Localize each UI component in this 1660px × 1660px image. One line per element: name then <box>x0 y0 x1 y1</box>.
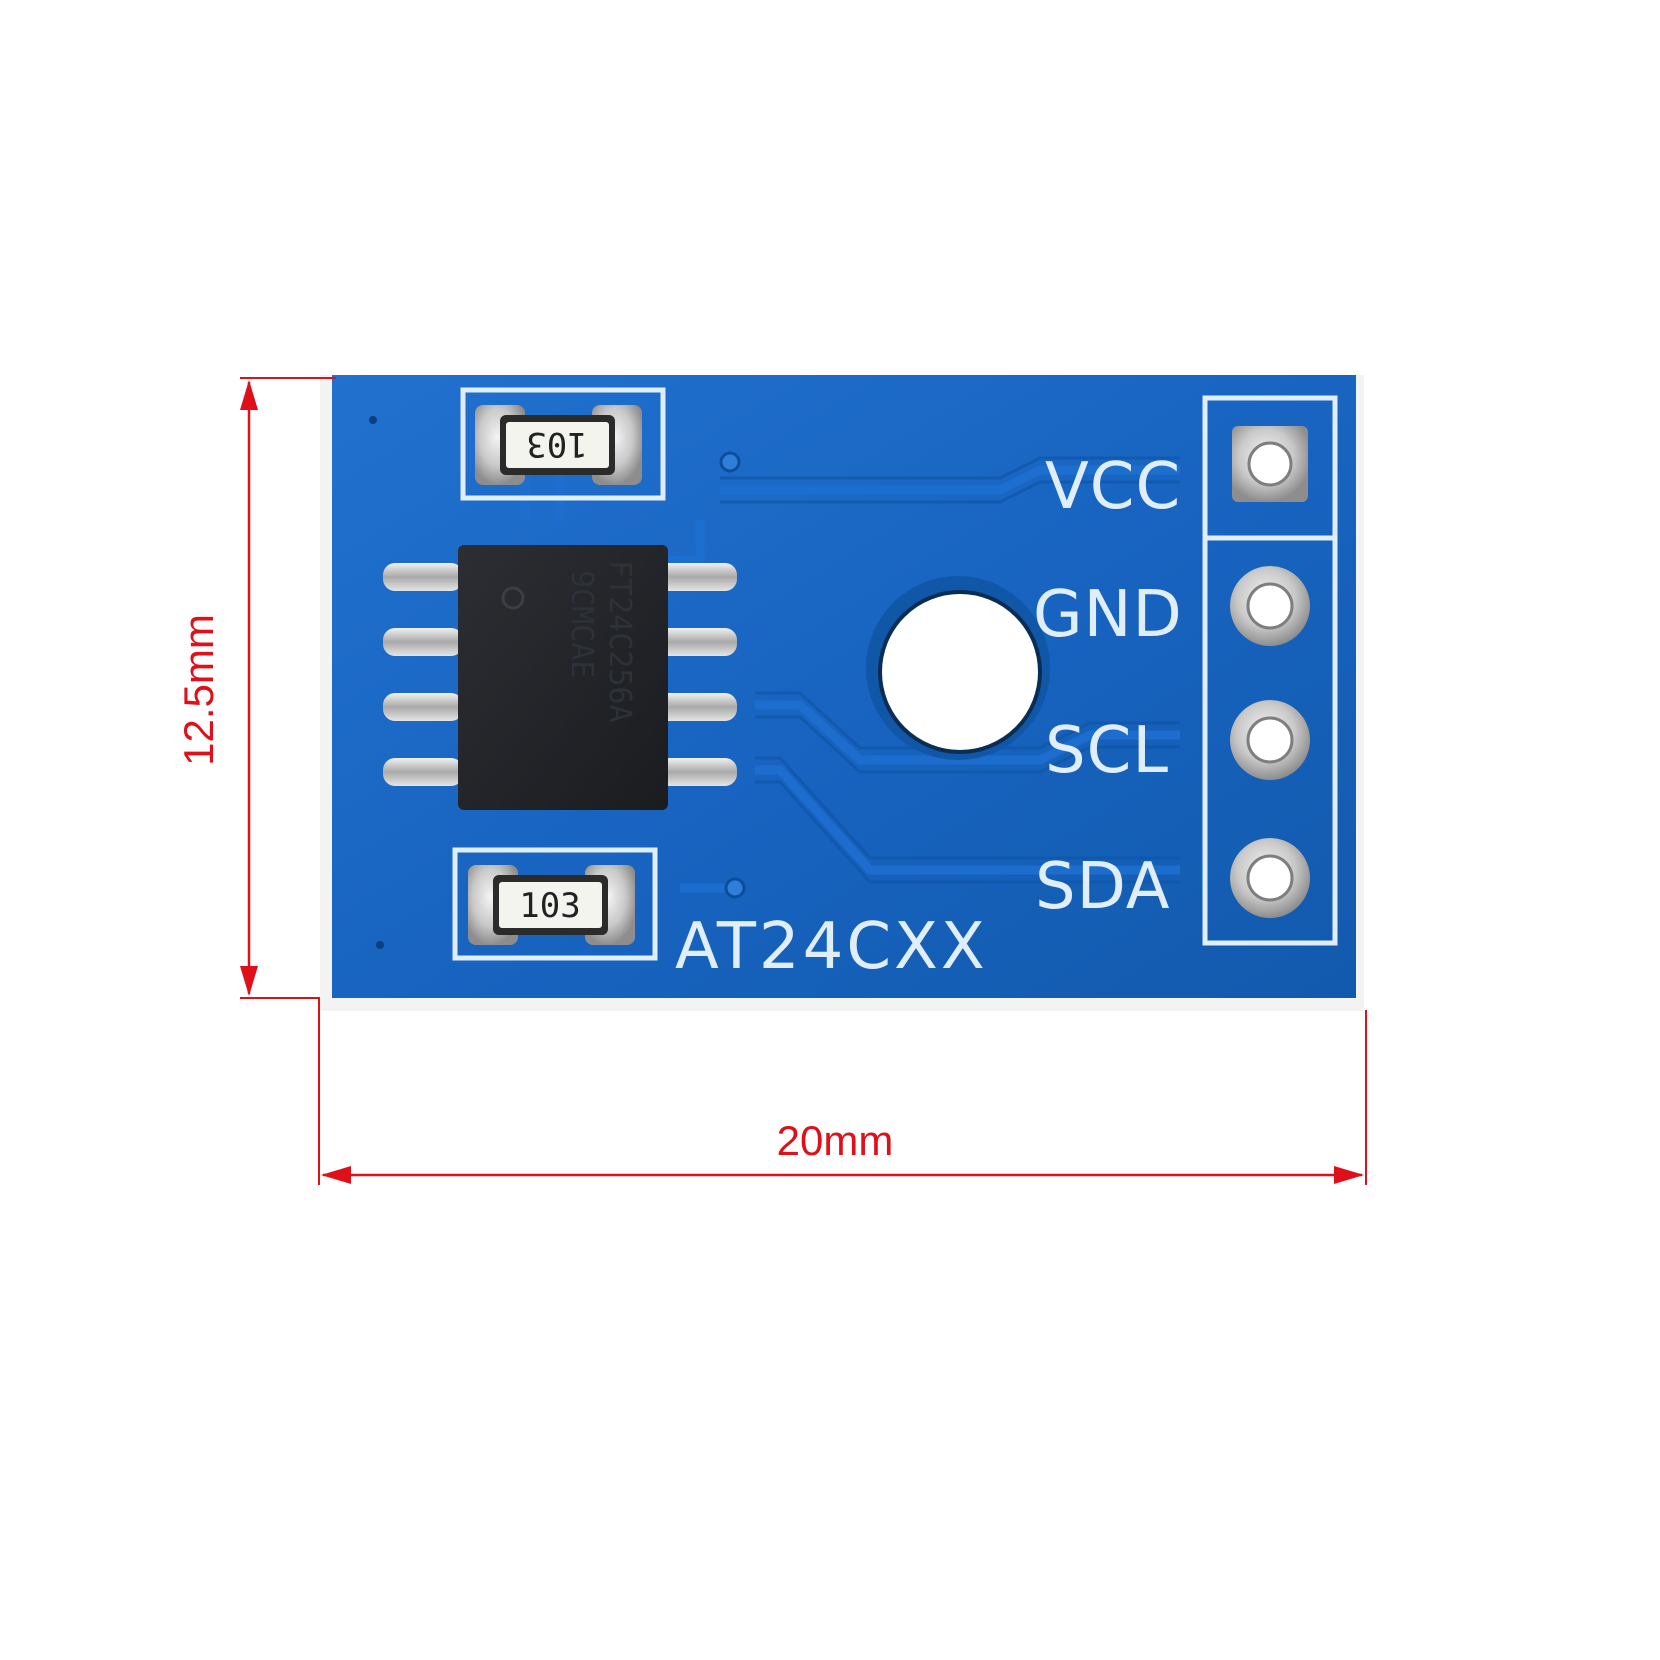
resistor-bottom: 103 <box>468 865 635 945</box>
pin-label-gnd: GND <box>1033 578 1183 652</box>
width-label: 20mm <box>777 1117 894 1164</box>
pin-label-vcc: VCC <box>1045 450 1181 524</box>
height-dimension: 12.5mm <box>175 377 336 999</box>
resistor-top-marking: 103 <box>526 424 587 464</box>
header-pads <box>1230 426 1310 918</box>
resistor-bottom-marking: 103 <box>519 886 580 926</box>
pin-label-scl: SCL <box>1045 714 1169 788</box>
resistor-top: 103 <box>475 405 642 485</box>
pcb-board: 103 103 FT24C256A 9CMCAE <box>320 375 1364 1011</box>
silk-outline-resistor-bottom <box>452 847 658 961</box>
chip-marking-line2: 9CMCAE <box>564 570 599 678</box>
header-silk-box <box>1202 395 1338 946</box>
mounting-hole <box>866 576 1050 760</box>
height-label: 12.5mm <box>175 614 222 766</box>
via <box>719 451 741 473</box>
via <box>376 941 384 949</box>
module-label: AT24CXX <box>675 910 988 984</box>
eeprom-chip: FT24C256A 9CMCAE <box>458 545 668 810</box>
width-dimension: 20mm <box>318 998 1367 1185</box>
via <box>724 877 746 899</box>
pcb-traces <box>520 465 1180 893</box>
chip-marking-line1: FT24C256A <box>602 560 637 723</box>
pin-label-sda: SDA <box>1035 850 1171 924</box>
via <box>369 416 377 424</box>
silk-outline-resistor-top <box>460 387 666 501</box>
pin1-marker <box>501 586 525 610</box>
ic-pins <box>383 563 737 786</box>
